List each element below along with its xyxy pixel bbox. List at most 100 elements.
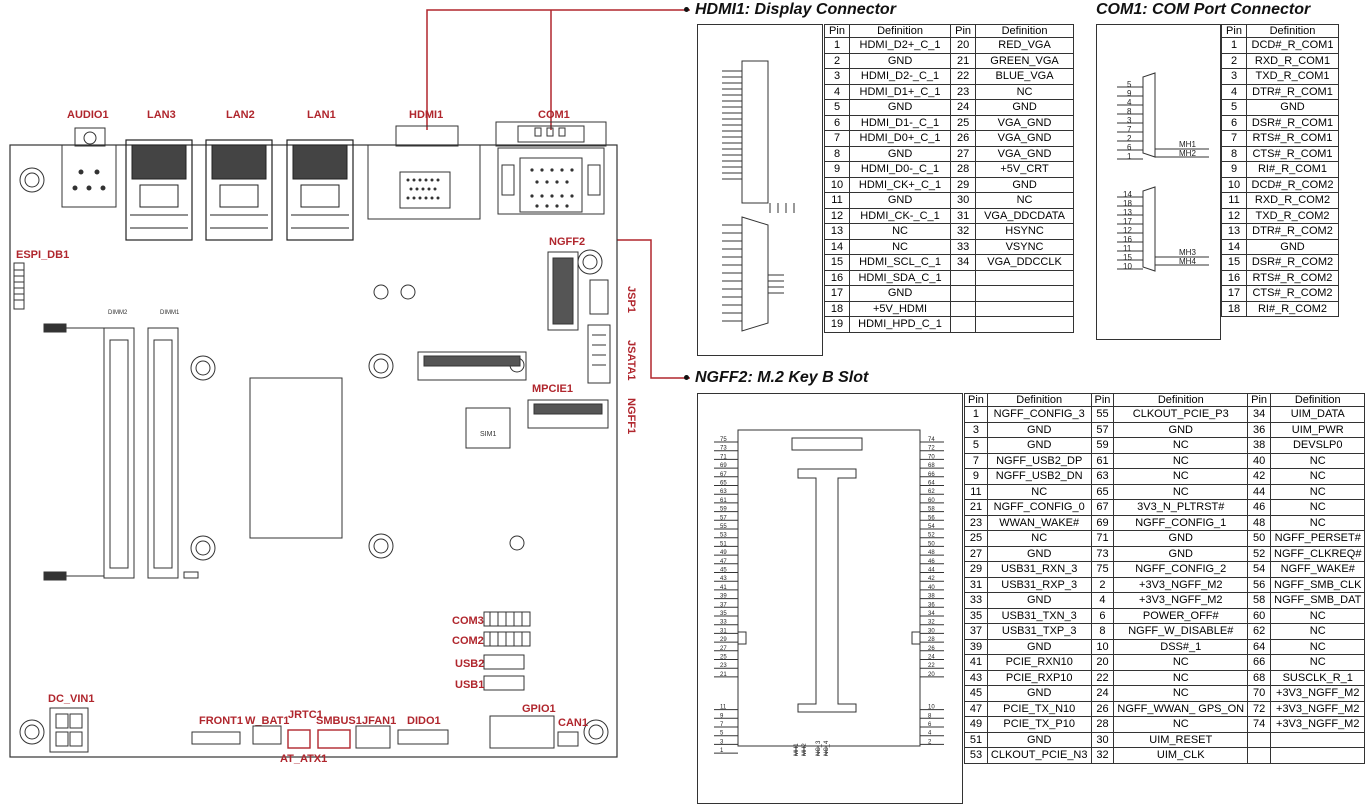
ngff-left-pin-label: 33	[720, 620, 727, 626]
definition-cell: HDMI_D0+_C_1	[848, 130, 952, 147]
pin-cell: 6	[1221, 114, 1247, 131]
ngff-right-pin-label: 22	[928, 663, 935, 669]
definition-cell: DSS#_1	[1113, 638, 1249, 655]
definition-cell: PCIE_RXN10	[986, 654, 1092, 671]
pin-cell: 11	[824, 192, 850, 209]
definition-cell: NC	[1270, 483, 1365, 500]
definition-cell: GND	[986, 437, 1092, 454]
com-bottom-pin-11: 11	[1123, 244, 1132, 253]
definition-cell: NC	[848, 238, 952, 255]
bottom-headers	[191, 715, 579, 749]
ngff-mh1: MH1	[794, 743, 800, 756]
definition-cell: CTS#_R_COM2	[1246, 285, 1339, 302]
definition-cell: RXD_R_COM1	[1246, 52, 1339, 69]
com-bottom-pin-10: 10	[1123, 262, 1132, 271]
definition-cell: VGA_GND	[975, 145, 1074, 162]
header-cell: Definition	[848, 24, 952, 38]
definition-cell: NC	[1113, 468, 1249, 485]
pin-cell: 74	[1247, 716, 1272, 733]
com-top-pin-1: 1	[1127, 152, 1132, 161]
com-bottom-pin-18: 18	[1123, 199, 1132, 208]
pin-cell: 37	[964, 623, 988, 640]
hdmi-table-header-row: Pin Definition Pin Definition	[824, 24, 1074, 38]
board-outline	[9, 144, 618, 758]
pin-cell: 5	[824, 99, 850, 116]
ngff-left-pin-label: 73	[720, 446, 727, 452]
definition-cell: GND	[848, 192, 952, 209]
definition-cell: UIM_CLK	[1113, 747, 1249, 764]
pin-cell: 32	[950, 223, 977, 240]
cpu-area	[249, 377, 343, 539]
definition-cell: RI#_R_COM2	[1246, 300, 1339, 317]
definition-cell: NGFF_CONFIG_0	[986, 499, 1092, 516]
ngff-right-pin-label: 6	[928, 722, 932, 728]
lan-ports	[125, 139, 354, 241]
definition-cell: VGA_GND	[975, 114, 1074, 131]
definition-cell: WWAN_WAKE#	[986, 514, 1092, 531]
definition-cell: HDMI_HPD_C_1	[848, 316, 952, 333]
pin-cell: 15	[1221, 254, 1247, 271]
ngff1-slot	[417, 351, 527, 381]
definition-cell: DTR#_R_COM2	[1246, 223, 1339, 240]
pin-cell: 29	[964, 561, 988, 578]
definition-cell: NGFF_USB2_DP	[986, 452, 1092, 469]
com-bottom-pin-12: 12	[1123, 226, 1132, 235]
ngff2-slot	[547, 251, 611, 384]
definition-cell: CLKOUT_PCIE_P3	[1113, 406, 1249, 423]
definition-cell: +3V3_NGFF_M2	[1270, 685, 1365, 702]
pin-cell: 34	[950, 254, 977, 271]
com-mh3: MH3	[1179, 248, 1196, 257]
definition-cell: RTS#_R_COM2	[1246, 269, 1339, 286]
pin-cell: 20	[950, 37, 977, 54]
definition-cell	[1270, 731, 1365, 748]
com1-label: COM1	[538, 109, 570, 121]
pin-cell: 53	[964, 747, 988, 764]
ngff-left-pin-label: 59	[720, 507, 727, 513]
definition-cell: NC	[1270, 654, 1365, 671]
definition-cell	[1270, 747, 1365, 764]
pin-cell: 29	[950, 176, 977, 193]
pin-cell: 23	[964, 514, 988, 531]
pin-cell	[1247, 731, 1272, 748]
pin-cell: 41	[964, 654, 988, 671]
pin-cell: 6	[1090, 607, 1115, 624]
ngff-right-pin-label: 28	[928, 637, 935, 643]
ngff-left-pins: 7573716967656361595755535149474543413937…	[714, 437, 738, 754]
sim-holder	[465, 407, 511, 449]
definition-cell: USB31_RXN_3	[986, 561, 1092, 578]
pin-cell: 4	[1090, 592, 1115, 609]
pin-cell: 62	[1247, 623, 1272, 640]
definition-cell: TXD_R_COM1	[1246, 68, 1339, 85]
ngff-right-pin-label: 24	[928, 655, 935, 661]
definition-cell: NC	[1270, 638, 1365, 655]
pin-cell: 25	[964, 530, 988, 547]
pin-cell: 18	[824, 300, 850, 317]
pin-cell: 73	[1090, 545, 1115, 562]
definition-cell: NC	[1270, 499, 1365, 516]
pin-cell: 21	[964, 499, 988, 516]
ngff-left-pin-label: 41	[720, 585, 727, 591]
pin-cell: 7	[824, 130, 850, 147]
header-cell: Pin	[950, 24, 977, 38]
pin-cell: 19	[824, 316, 850, 333]
jsp1-label: JSP1	[625, 286, 637, 313]
definition-cell: RTS#_R_COM1	[1246, 130, 1339, 147]
pin-cell: 28	[1090, 716, 1115, 733]
pin-cell: 70	[1247, 685, 1272, 702]
definition-cell: +5V_HDMI	[848, 300, 952, 317]
definition-cell: +5V_CRT	[975, 161, 1074, 178]
ngff-nc3: NC_3	[816, 740, 822, 756]
pin-cell: 32	[1090, 747, 1115, 764]
definition-cell: TXD_R_COM2	[1246, 207, 1339, 224]
pin-cell: 33	[950, 238, 977, 255]
definition-cell: DTR#_R_COM1	[1246, 83, 1339, 100]
header-cell: Definition	[975, 24, 1074, 38]
dido1-label: DIDO1	[407, 715, 441, 727]
definition-cell: BLUE_VGA	[975, 68, 1074, 85]
definition-cell	[975, 269, 1074, 286]
